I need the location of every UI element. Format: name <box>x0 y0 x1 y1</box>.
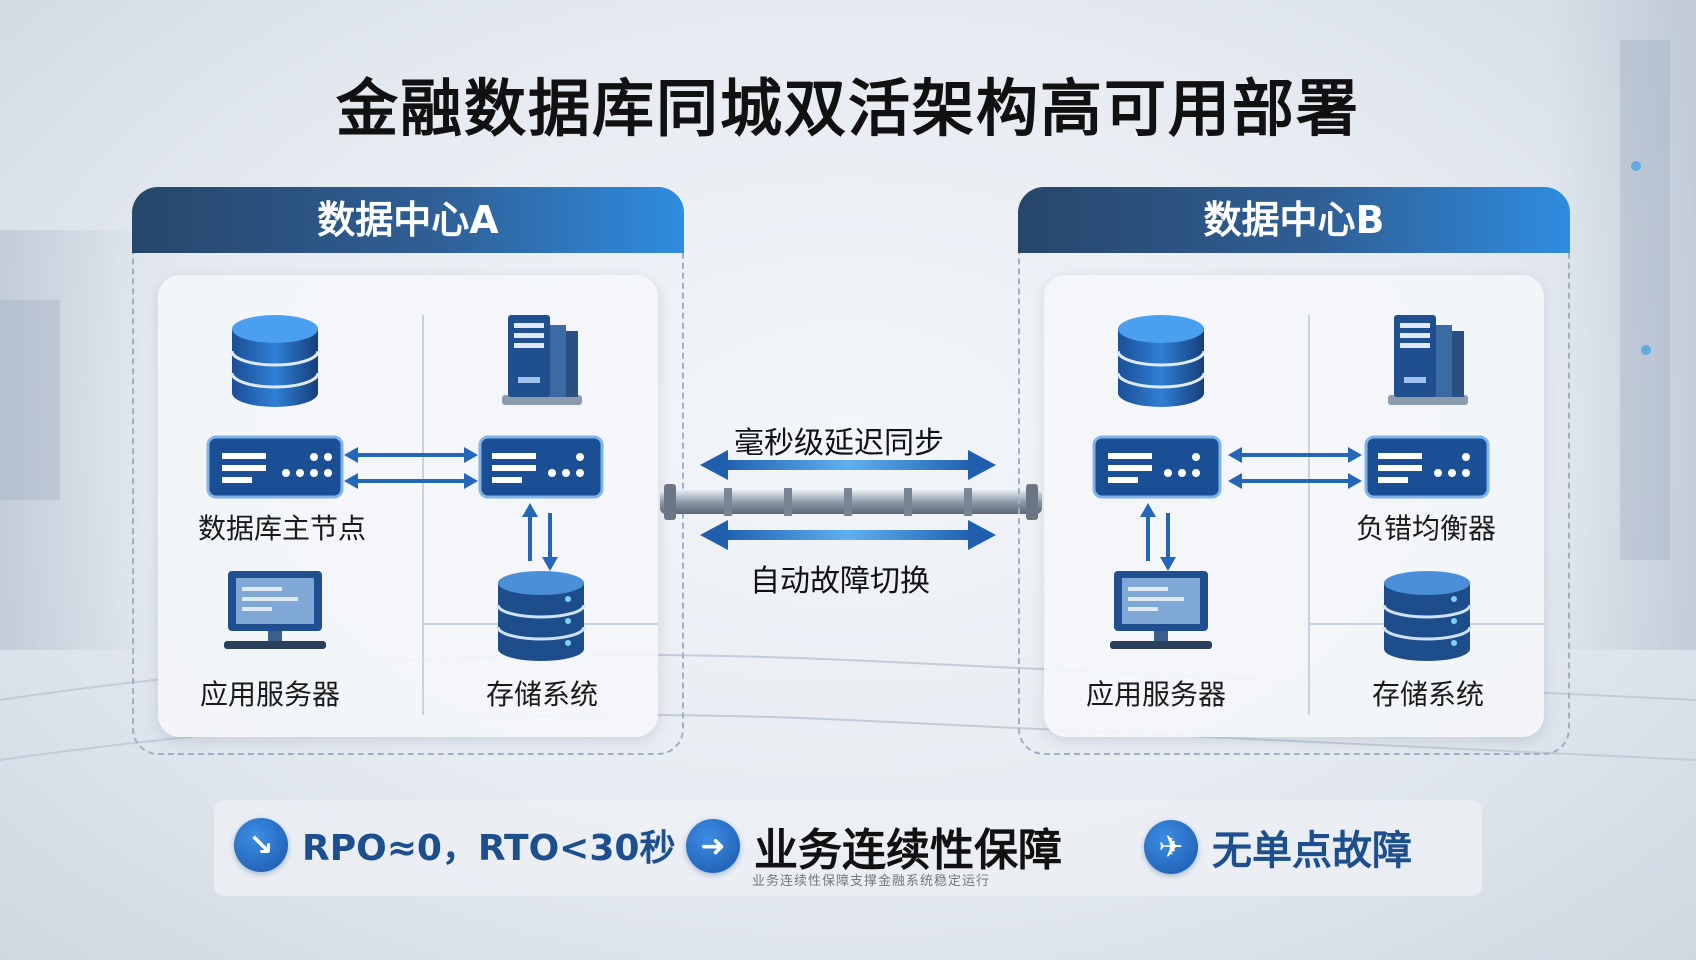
vertical-arrows-icon <box>522 503 558 571</box>
server-rack-icon <box>478 435 604 499</box>
sync-arrows-icon <box>344 447 478 489</box>
app-server-label: 应用服务器 <box>199 678 340 711</box>
storage-icon <box>496 571 586 661</box>
page-title: 金融数据库同城双活架构高可用部署 <box>335 72 1360 145</box>
datacenter-b-title: 数据中心B <box>1018 187 1570 253</box>
storage-label: 存储系统 <box>1371 678 1484 711</box>
server-rack-icon <box>1364 435 1490 499</box>
arrow-down-check-icon: ↘ <box>234 818 288 872</box>
monitor-icon <box>224 571 326 649</box>
features-bar <box>214 800 1482 896</box>
datacenter-a: 数据中心A <box>132 187 684 755</box>
datacenter-a-title: 数据中心A <box>132 187 684 253</box>
feature-business-continuity: ➜ 业务连续性保障 <box>686 814 1062 878</box>
monitor-icon <box>1110 571 1212 649</box>
database-icon <box>230 315 320 407</box>
server-rack-icon <box>1092 435 1222 499</box>
sync-latency-label: 毫秒级延迟同步 <box>734 426 944 461</box>
feature-rpo-rto: ↘ RPO≈0，RTO<30秒 <box>234 818 675 872</box>
sync-pipe-icon <box>660 484 1042 520</box>
sync-arrows-icon <box>1228 447 1362 489</box>
server-tower-icon <box>1388 315 1468 405</box>
database-icon <box>1116 315 1206 407</box>
datacenter-b: 数据中心B <box>1018 187 1570 755</box>
vertical-arrows-icon <box>1140 503 1176 571</box>
feature-text: 业务连续性保障 <box>754 825 1062 876</box>
datacenter-a-panel: 数据库主节点 应用服务器 存储系统 <box>158 275 658 737</box>
storage-icon <box>1382 571 1472 661</box>
panel-divider <box>1308 315 1310 715</box>
feature-text: 无单点故障 <box>1212 828 1412 874</box>
failover-label: 自动故障切换 <box>750 564 930 599</box>
load-balancer-label: 负错均衡器 <box>1355 512 1496 545</box>
feature-text: RPO≈0，RTO<30秒 <box>302 828 676 869</box>
panel-divider <box>422 315 424 715</box>
bidirectional-arrow-icon <box>700 520 996 550</box>
server-rack-icon <box>206 435 344 499</box>
feature-no-single-point: ✈ 无单点故障 <box>1144 818 1412 876</box>
feature-subtext: 业务连续性保障支撑金融系统稳定运行 <box>752 874 991 889</box>
db-primary-label: 数据库主节点 <box>198 512 367 545</box>
datacenter-b-panel: 负错均衡器 应用服务器 存储系统 <box>1044 275 1544 737</box>
bidirectional-arrow-icon <box>700 450 996 480</box>
storage-label: 存储系统 <box>485 678 598 711</box>
app-server-label: 应用服务器 <box>1085 678 1226 711</box>
arrow-right-icon: ➜ <box>686 819 740 873</box>
server-tower-icon <box>502 315 582 405</box>
plane-icon: ✈ <box>1144 820 1198 874</box>
